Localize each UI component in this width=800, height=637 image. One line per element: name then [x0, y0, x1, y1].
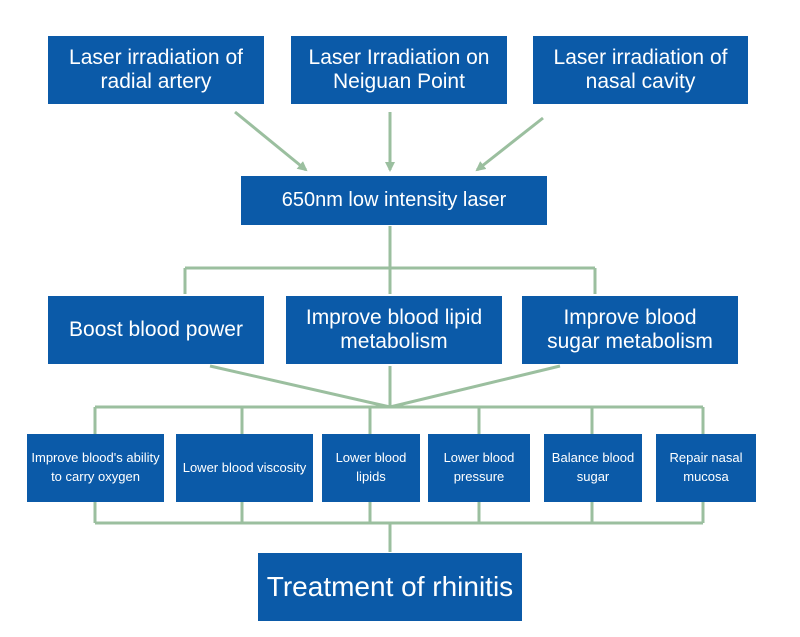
result-box: Treatment of rhinitis — [258, 553, 522, 621]
effect-box-sugar-metabolism: Improve blood sugar metabolism — [522, 296, 738, 364]
outcome-box-oxygen: Improve blood's ability to carry oxygen — [27, 434, 164, 502]
arrow-nasal-to-laser — [475, 116, 544, 172]
converge-effect-1 — [209, 364, 391, 409]
outcome-box-sugar: Balance blood sugar — [544, 434, 642, 502]
outcome-box-pressure: Lower blood pressure — [428, 434, 530, 502]
source-box-radial-artery: Laser irradiation of radial artery — [48, 36, 264, 104]
outcome-box-viscosity: Lower blood viscosity — [176, 434, 313, 502]
arrow-radial-to-laser — [234, 110, 308, 172]
effect-box-blood-power: Boost blood power — [48, 296, 264, 364]
effect-box-lipid-metabolism: Improve blood lipid metabolism — [286, 296, 502, 364]
laser-box: 650nm low intensity laser — [241, 176, 547, 225]
source-box-nasal-cavity: Laser irradiation of nasal cavity — [533, 36, 748, 104]
converge-effect-3 — [389, 364, 561, 409]
outcome-box-nasal-mucosa: Repair nasal mucosa — [656, 434, 756, 502]
source-box-neiguan-point: Laser Irradiation on Neiguan Point — [291, 36, 507, 104]
outcome-box-lipids: Lower blood lipids — [322, 434, 420, 502]
